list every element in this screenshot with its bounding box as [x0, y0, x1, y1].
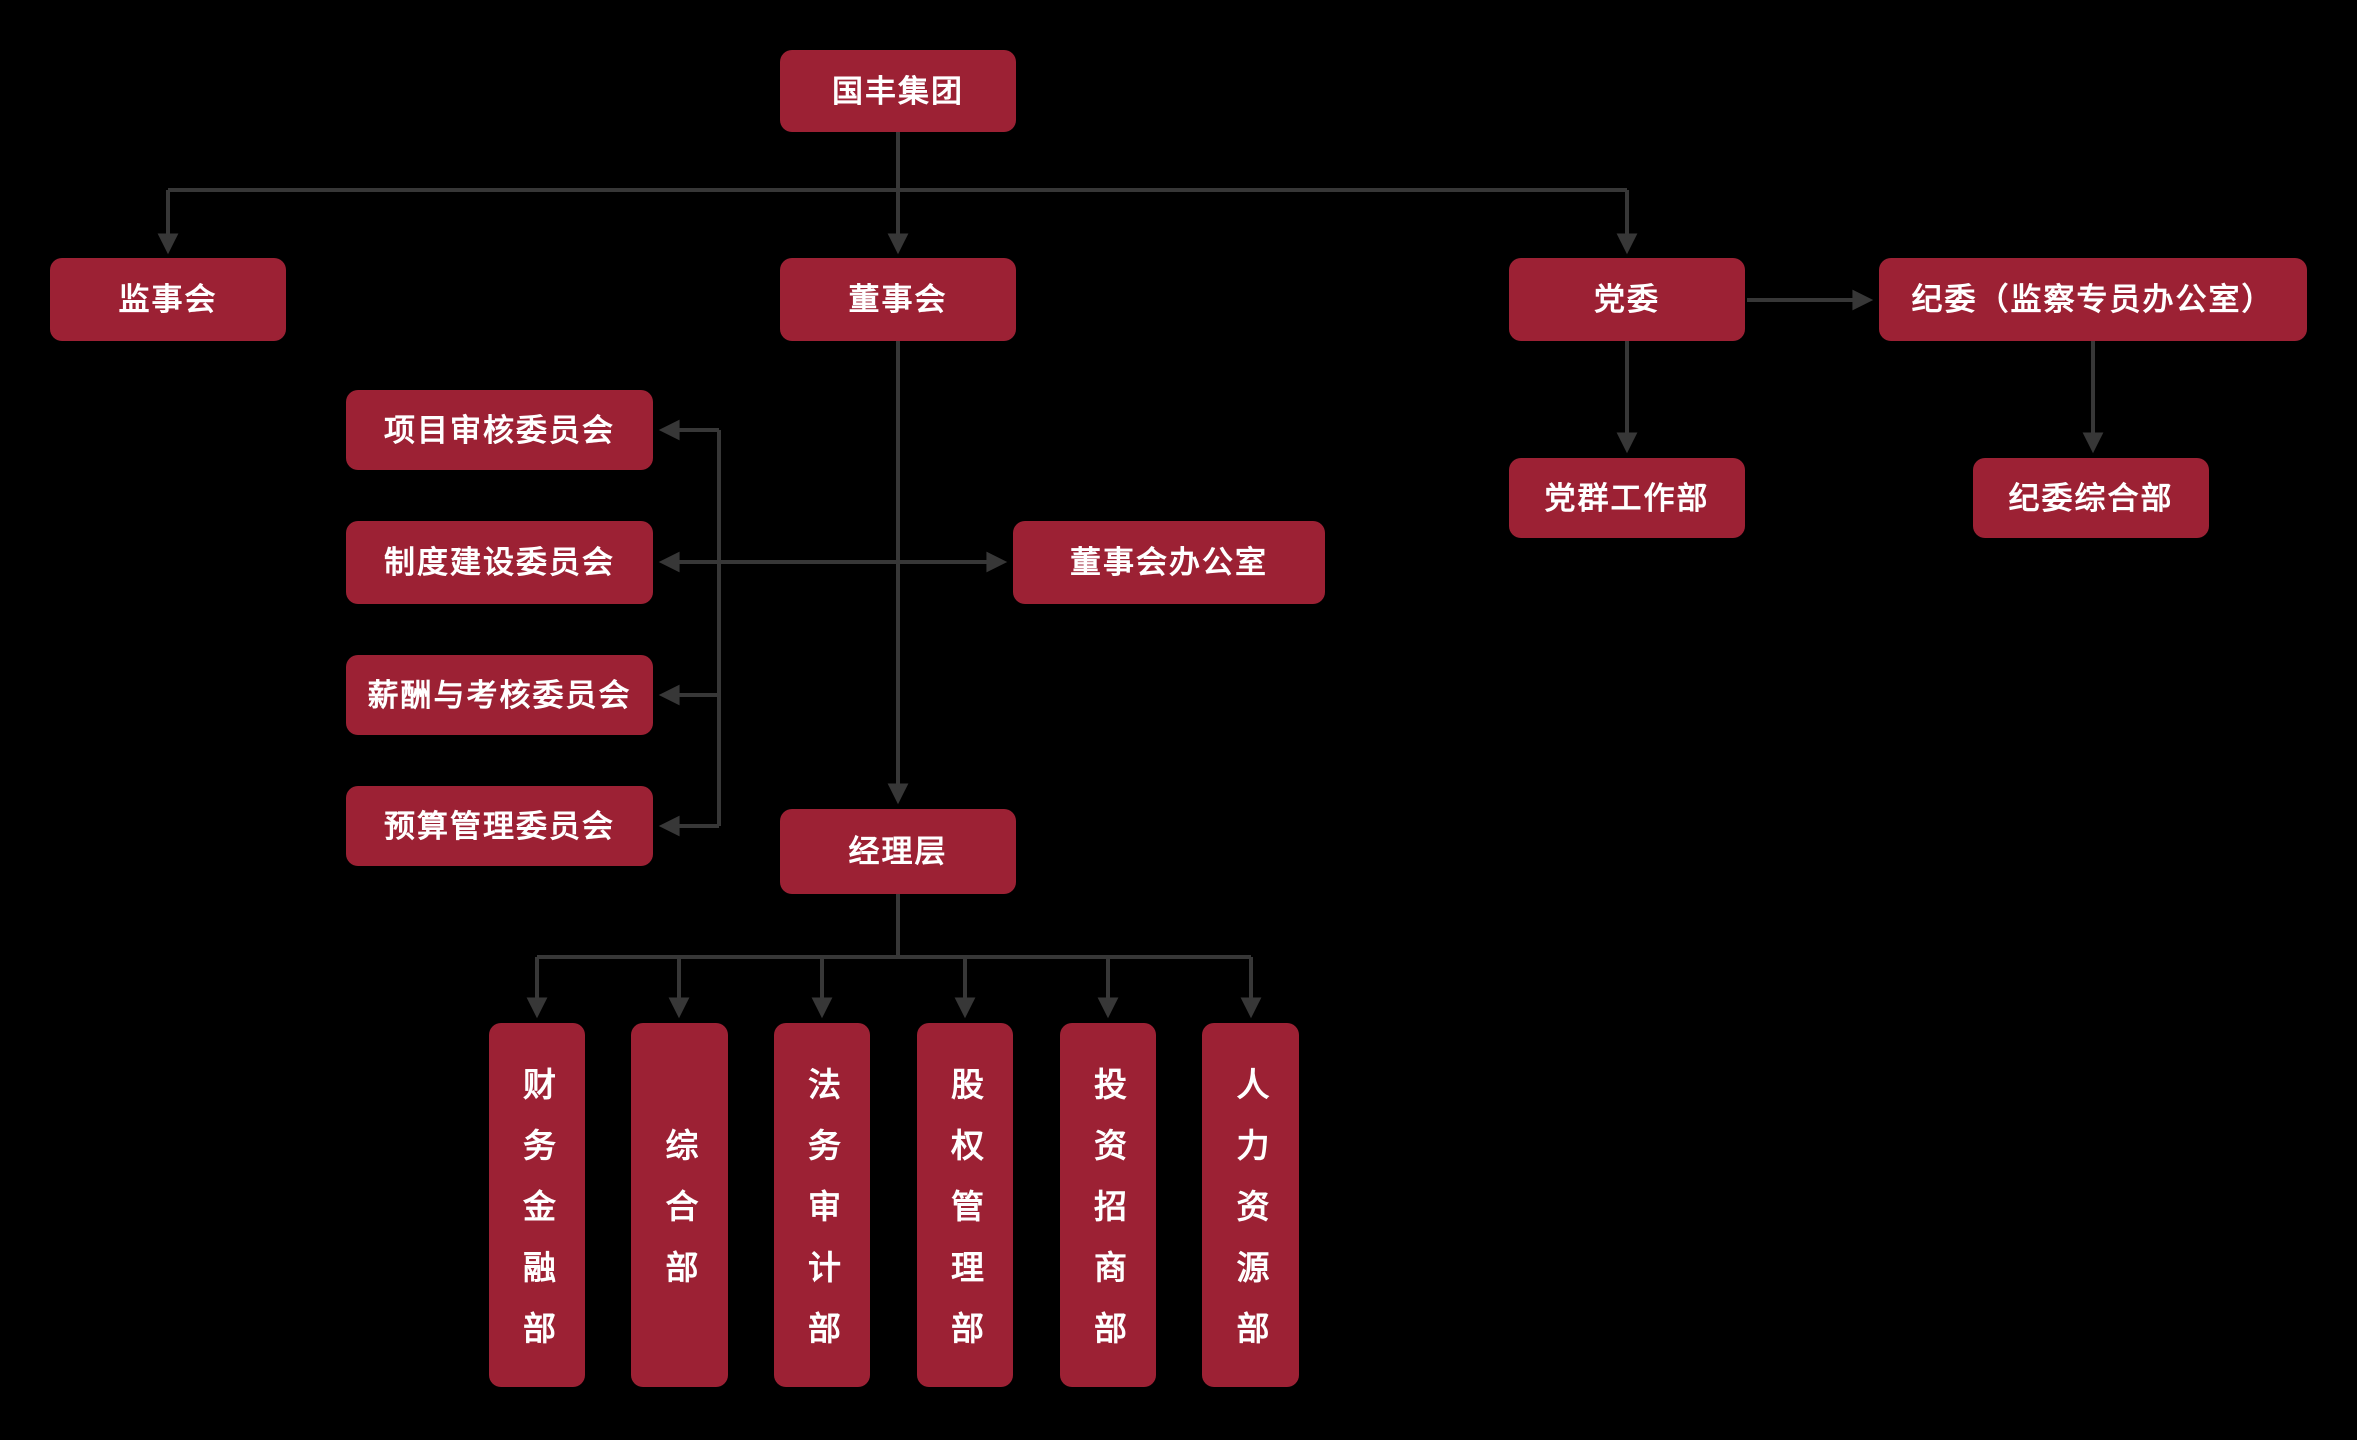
- node-party-committee: 党委: [1509, 258, 1745, 341]
- node-general-dept: 综合部: [631, 1023, 728, 1387]
- node-discipline-committee: 纪委（监察专员办公室）: [1879, 258, 2307, 341]
- node-hr-dept: 人力资源部: [1202, 1023, 1299, 1387]
- node-board-office: 董事会办公室: [1013, 521, 1325, 604]
- node-equity-management-dept: 股权管理部: [917, 1023, 1013, 1387]
- node-investment-promotion-dept: 投资招商部: [1060, 1023, 1156, 1387]
- finance-dept-label: 财务金融部: [518, 1066, 556, 1372]
- investment-promotion-dept-label: 投资招商部: [1089, 1066, 1127, 1372]
- node-management-level: 经理层: [780, 809, 1016, 894]
- node-guofeng-group: 国丰集团: [780, 50, 1016, 132]
- general-dept-label: 综合部: [661, 1127, 698, 1311]
- node-budget-management-committee: 预算管理委员会: [346, 786, 653, 866]
- node-system-construction-committee: 制度建设委员会: [346, 521, 653, 604]
- node-discipline-general-dept: 纪委综合部: [1973, 458, 2209, 538]
- node-project-review-committee: 项目审核委员会: [346, 390, 653, 470]
- legal-audit-dept-label: 法务审计部: [803, 1066, 841, 1372]
- node-board-of-directors: 董事会: [780, 258, 1016, 341]
- hr-dept-label: 人力资源部: [1232, 1066, 1269, 1372]
- equity-management-dept-label: 股权管理部: [946, 1066, 984, 1372]
- node-compensation-assessment-committee: 薪酬与考核委员会: [346, 655, 653, 735]
- node-supervisory-board: 监事会: [50, 258, 286, 341]
- node-finance-dept: 财务金融部: [489, 1023, 585, 1387]
- node-legal-audit-dept: 法务审计部: [774, 1023, 870, 1387]
- node-party-mass-work-dept: 党群工作部: [1509, 458, 1745, 538]
